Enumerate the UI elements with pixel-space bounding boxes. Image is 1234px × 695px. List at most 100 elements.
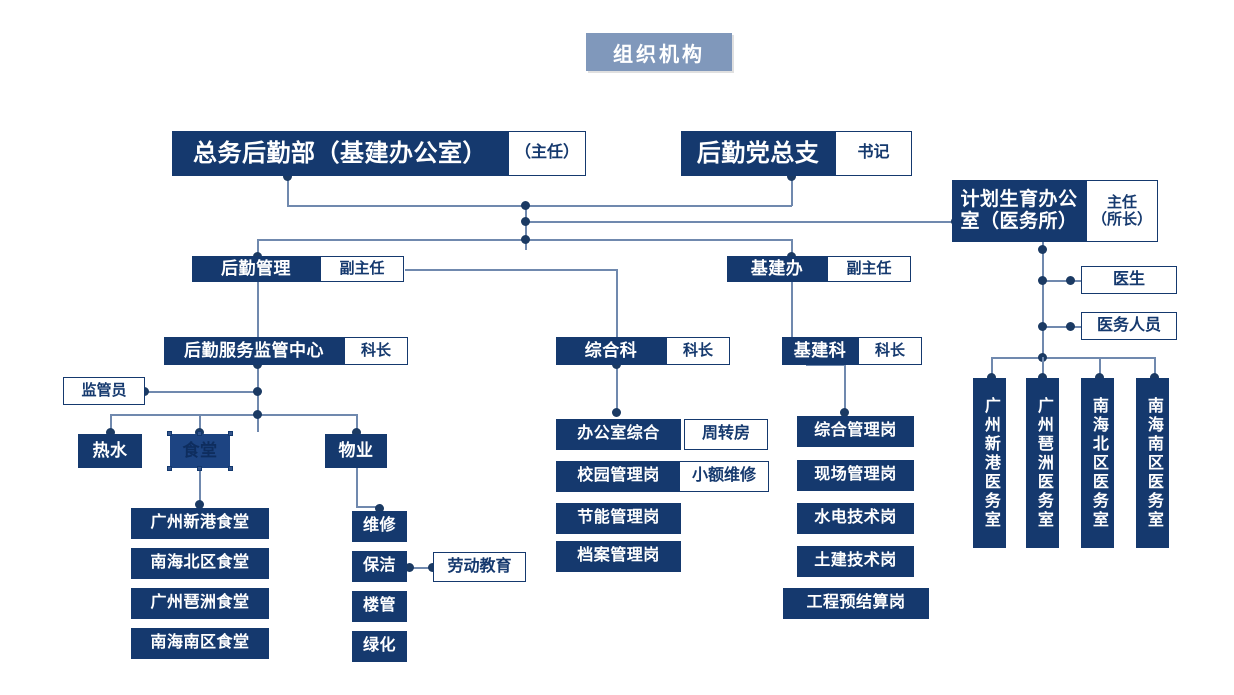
connector [1154,357,1156,378]
node-construction-post[interactable]: 土建技术岗 [797,546,914,577]
connector [199,468,201,508]
node-general-affairs[interactable]: 总务后勤部（基建办公室） （主任） [172,131,586,176]
node-canteen-item[interactable]: 南海南区食堂 [131,628,269,659]
connector-dot [253,410,262,419]
connector [791,282,793,342]
node-comprehensive-dept-label: 综合科 [556,337,666,365]
node-medical-staff[interactable]: 医务人员 [1081,312,1177,340]
node-supervisor[interactable]: 监管员 [63,377,145,405]
node-property-item[interactable]: 维修 [352,511,407,542]
connector-dot [987,373,996,382]
node-hot-water[interactable]: 热水 [78,434,142,468]
node-canteen-label: 食堂 [182,441,218,461]
node-canteen-item[interactable]: 南海北区食堂 [131,548,269,579]
connector [287,205,792,207]
selection-handle[interactable] [167,431,172,436]
node-property-item[interactable]: 楼管 [352,591,407,622]
node-comprehensive-dept-role: 科长 [666,337,730,365]
node-medical-room[interactable]: 南海北区医务室 [1081,378,1114,548]
selection-handle[interactable] [228,431,233,436]
connector [806,364,846,366]
connector [1042,242,1044,368]
connector-dot [521,201,530,210]
node-family-planning-label: 计划生育办公 室（医务所） [952,180,1086,242]
connector [1042,326,1082,328]
connector [616,269,618,342]
connector-dot [195,500,204,509]
connector [616,364,618,414]
connector [991,357,1155,359]
node-family-planning[interactable]: 计划生育办公 室（医务所） 主任 （所长） [952,180,1158,242]
node-construction-post[interactable]: 水电技术岗 [797,503,914,534]
node-party-branch-role: 书记 [835,131,912,176]
node-construction-dept[interactable]: 基建科 科长 [782,337,922,365]
node-construction-post[interactable]: 现场管理岗 [797,460,914,491]
node-medical-room[interactable]: 广州新港医务室 [973,378,1006,548]
page-title: 组织机构 [586,33,732,71]
selection-handle[interactable] [167,466,172,471]
connector-dot [521,217,530,226]
connector [144,391,258,393]
node-comprehensive-side[interactable]: 周转房 [684,419,768,450]
selection-handle[interactable] [228,466,233,471]
connector-dot [1038,245,1047,254]
connector-dot [405,563,414,572]
node-canteen[interactable]: 食堂 [167,431,233,471]
node-construction-dept-label: 基建科 [782,337,858,365]
node-property[interactable]: 物业 [325,434,387,468]
connector [1042,357,1044,378]
node-general-affairs-label: 总务后勤部（基建办公室） [172,131,508,176]
connector [791,239,793,260]
node-construction-office-label: 基建办 [727,256,827,282]
node-party-branch[interactable]: 后勤党总支 书记 [681,131,912,176]
node-comprehensive-post[interactable]: 校园管理岗 [556,461,681,492]
node-party-branch-label: 后勤党总支 [681,131,835,176]
node-family-planning-line1: 计划生育办公 [960,189,1078,211]
node-comprehensive-post[interactable]: 档案管理岗 [556,541,681,572]
connector-dot [612,408,621,417]
connector-dot [106,428,115,437]
node-medical-room[interactable]: 南海南区医务室 [1136,378,1169,548]
node-medical-room[interactable]: 广州琶洲医务室 [1026,378,1059,548]
connector-dot [1095,373,1104,382]
node-family-planning-role: 主任 （所长） [1086,180,1158,242]
node-service-center-role: 科长 [344,337,408,365]
node-comprehensive-post[interactable]: 办公室综合 [556,419,681,450]
connector-dot [1038,276,1047,285]
node-logistics-management[interactable]: 后勤管理 副主任 [192,256,404,282]
connector [1099,357,1101,378]
connector [257,282,259,342]
node-general-affairs-role: （主任） [508,131,586,176]
connector-dot [1066,276,1075,285]
connector-dot [1066,322,1075,331]
node-labor-education[interactable]: 劳动教育 [433,552,526,582]
node-service-center[interactable]: 后勤服务监管中心 科长 [164,337,408,365]
node-comprehensive-post[interactable]: 节能管理岗 [556,503,681,534]
connector-dot [840,408,849,417]
connector [199,414,201,434]
connector [411,567,437,569]
node-construction-office[interactable]: 基建办 副主任 [727,256,911,282]
connector-dot [428,563,437,572]
connector [1042,280,1082,282]
node-comprehensive-side[interactable]: 小额维修 [679,461,769,492]
node-comprehensive-dept[interactable]: 综合科 科长 [556,337,730,365]
node-doctor[interactable]: 医生 [1081,266,1177,294]
connector-dot [375,504,384,513]
node-property-item[interactable]: 保洁 [352,551,407,582]
connector [525,221,955,223]
connector-dot [352,428,361,437]
connector-dot [787,172,796,181]
connector [287,176,289,206]
connector [356,414,358,434]
node-construction-post[interactable]: 工程预结算岗 [783,588,929,619]
connector [356,506,380,508]
node-canteen-item[interactable]: 广州新港食堂 [131,508,269,539]
node-canteen-item[interactable]: 广州琶洲食堂 [131,588,269,619]
selection-handle[interactable] [197,431,202,436]
node-property-item[interactable]: 绿化 [352,631,407,662]
selection-handle[interactable] [197,466,202,471]
connector-dot [521,235,530,244]
node-construction-post[interactable]: 综合管理岗 [797,416,914,447]
